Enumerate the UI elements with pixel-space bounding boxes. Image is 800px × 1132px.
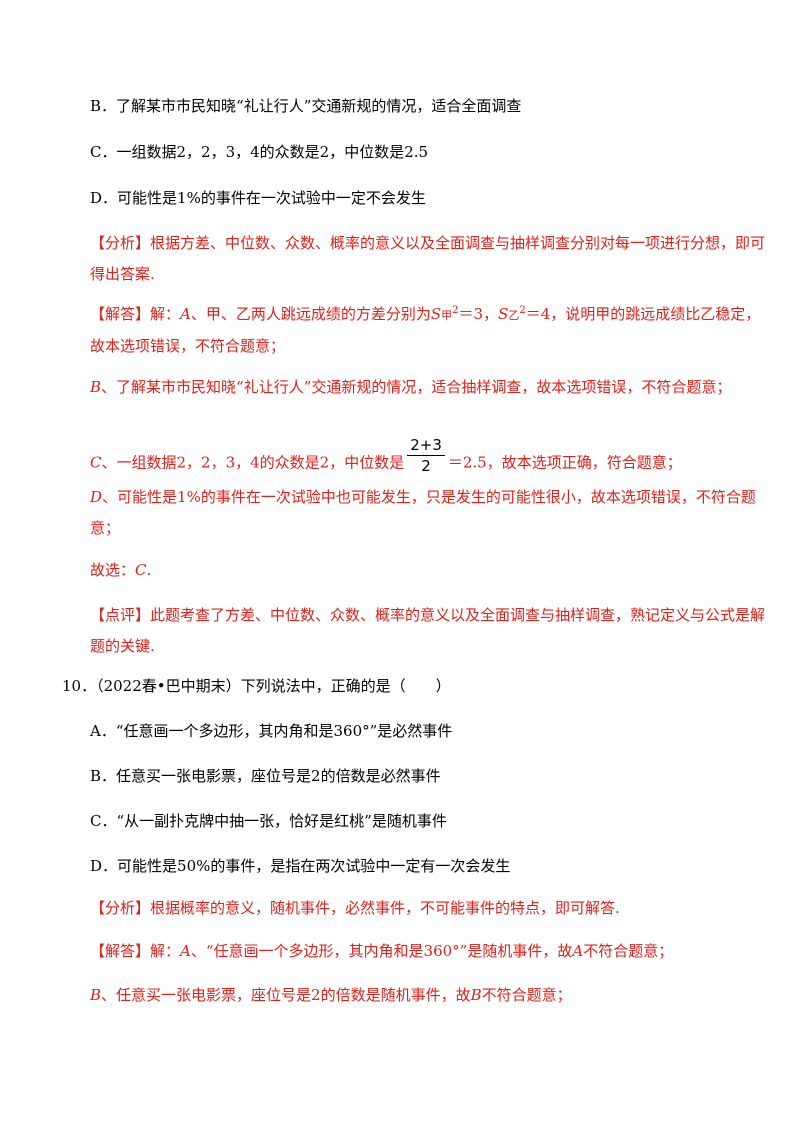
variance-sub-yi: 乙: [508, 309, 520, 322]
q9-answer-b: B、了解某市市民知晓“礼让行人”交通新规的情况，适合抽样调查，故本选项错误，不符…: [90, 377, 731, 397]
answer-tag: 【解答】: [90, 305, 151, 323]
answer-letter: B: [90, 986, 102, 1004]
comment-tag: 【点评】: [90, 606, 151, 624]
answer-prefix: 解：: [150, 305, 181, 323]
q9-comment-line2: 题的关键.: [90, 637, 155, 655]
answer-letter: A: [180, 942, 191, 960]
fraction-denominator: 2: [421, 457, 431, 475]
q10-answer-b: B、任意买一张电影票，座位号是2的倍数是随机事件，故B不符合题意；: [90, 985, 572, 1005]
variance-sub-jia: 甲: [441, 309, 453, 322]
q9-analysis-line1: 【分析】根据方差、中位数、众数、概率的意义以及全面调查与抽样调查分别对每一项进行…: [90, 233, 765, 253]
answer-text: 、了解某市市民知晓“礼让行人”交通新规的情况，适合抽样调查，故本选项错误，不符合…: [101, 378, 732, 396]
analysis-tag: 【分析】: [90, 899, 151, 917]
answer-letter: A: [572, 942, 584, 960]
variance-jia-value: ＝3，: [458, 305, 499, 323]
comment-text: 此题考查了方差、中位数、众数、概率的意义以及全面调查与抽样调查，熟记定义与公式是…: [150, 606, 766, 624]
q10-analysis: 【分析】根据概率的意义，随机事件，必然事件，不可能事件的特点，即可解答.: [90, 898, 620, 918]
q10-answer-a: 【解答】解：A、“任意画一个多边形，其内角和是360°”是随机事件，故A不符合题…: [90, 941, 673, 961]
choice-end: .: [146, 561, 152, 579]
q10-option-d: D．可能性是50%的事件，是指在两次试验中一定有一次会发生: [90, 857, 511, 875]
analysis-text: 根据概率的意义，随机事件，必然事件，不可能事件的特点，即可解答.: [150, 899, 620, 917]
analysis-text: 根据方差、中位数、众数、概率的意义以及全面调查与抽样调查分别对每一项进行分想，即…: [150, 234, 766, 252]
answer-letter: D: [90, 488, 103, 506]
q9-analysis-line2: 得出答案.: [90, 265, 155, 283]
q9-answer-a-line2: 故本选项错误，不符合题意；: [90, 337, 286, 355]
q9-option-c: C．一组数据2，2，3，4的众数是2，中位数是2.5: [90, 143, 429, 161]
q9-choice: 故选：C.: [90, 560, 151, 580]
q10-stem: 10．（2022春•巴中期末）下列说法中，正确的是（ ）: [62, 677, 451, 695]
answer-text: 、“任意画一个多边形，其内角和是360°”是随机事件，故: [190, 942, 573, 960]
answer-text: ＝2.5，故本选项正确，符合题意；: [447, 453, 682, 472]
fraction-numerator: 2+3: [407, 435, 445, 456]
variance-symbol: S: [498, 305, 509, 323]
answer-prefix: 解：: [150, 942, 181, 960]
answer-letter: C: [90, 453, 102, 472]
choice-prefix: 故选：: [90, 561, 136, 579]
analysis-tag: 【分析】: [90, 234, 151, 252]
variance-sup: 2: [452, 305, 459, 316]
variance-yi-value: ＝4，说明甲的跳远成绩比乙稳定，: [525, 305, 761, 323]
answer-end: 不符合题意；: [481, 986, 572, 1004]
answer-text: 、甲、乙两人跳远成绩的方差分别为: [190, 305, 431, 323]
q10-option-c: C．“从一副扑克牌中抽一张，恰好是红桃”是随机事件: [90, 812, 447, 830]
answer-text: 、一组数据2，2，3，4的众数是2，中位数是: [101, 453, 405, 472]
answer-end: 不符合题意；: [583, 942, 674, 960]
q9-option-b: B．了解某市市民知晓“礼让行人”交通新规的情况，适合全面调查: [90, 97, 522, 115]
answer-text: 、可能性是1%的事件在一次试验中也可能发生，只是发生的可能性很小，故本选项错误，…: [102, 488, 756, 506]
variance-sup: 2: [519, 305, 526, 316]
q9-answer-d-line1: D、可能性是1%的事件在一次试验中也可能发生，只是发生的可能性很小，故本选项错误…: [90, 487, 756, 507]
answer-letter: B: [90, 378, 102, 396]
answer-tag: 【解答】: [90, 942, 151, 960]
answer-text: 、任意买一张电影票，座位号是2的倍数是随机事件，故: [101, 986, 471, 1004]
q10-option-a: A．“任意画一个多边形，其内角和是360°”是必然事件: [90, 722, 453, 740]
variance-symbol: S: [430, 305, 442, 323]
answer-letter: B: [470, 986, 482, 1004]
answer-letter: A: [180, 305, 191, 323]
q9-comment-line1: 【点评】此题考查了方差、中位数、众数、概率的意义以及全面调查与抽样调查，熟记定义…: [90, 605, 765, 625]
q9-answer-a-line1: 【解答】解：A、甲、乙两人跳远成绩的方差分别为S甲2＝3，S乙2＝4，说明甲的跳…: [90, 304, 760, 326]
choice-letter: C: [135, 561, 147, 579]
q9-option-d: D．可能性是1%的事件在一次试验中一定不会发生: [90, 189, 426, 207]
q9-answer-d-line2: 意；: [90, 519, 121, 537]
q10-option-b: B．任意买一张电影票，座位号是2的倍数是必然事件: [90, 767, 441, 785]
